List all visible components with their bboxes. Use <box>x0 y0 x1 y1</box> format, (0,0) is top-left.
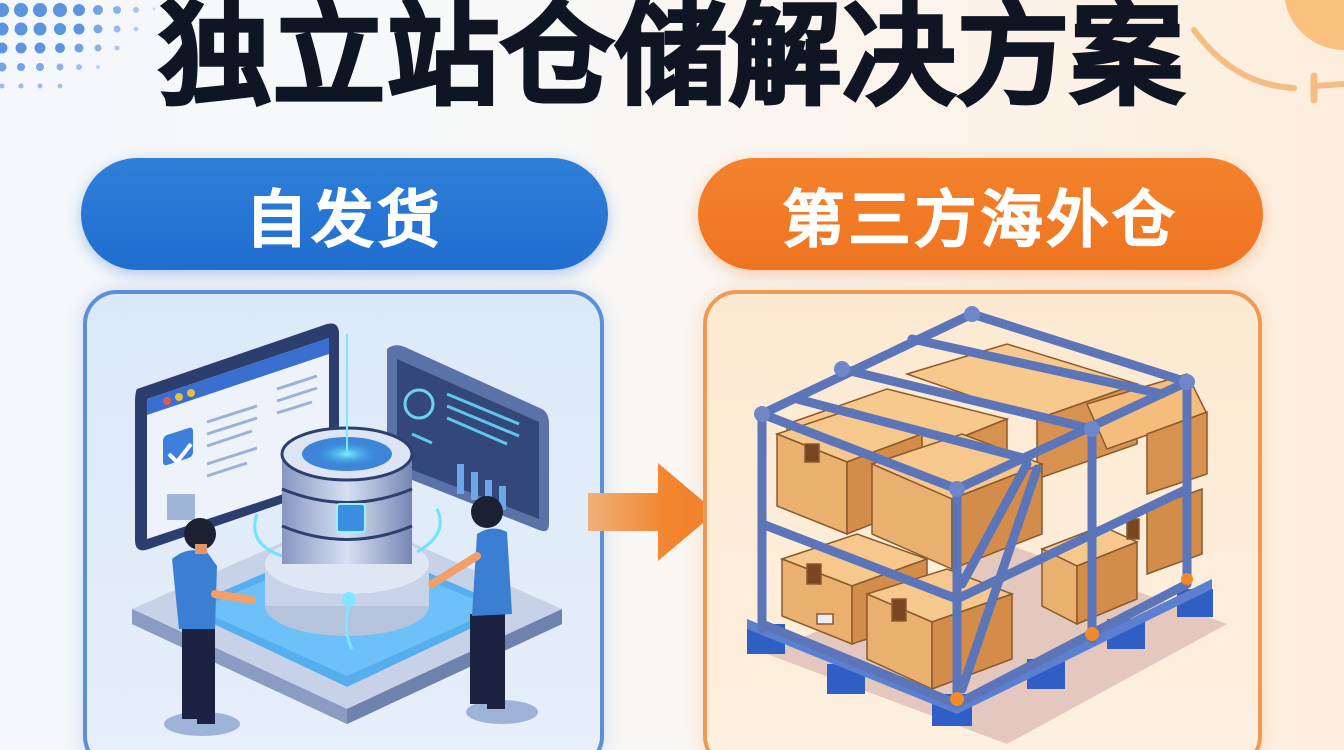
halftone-dots-decoration <box>0 3 156 89</box>
rack-frame-icon <box>757 309 1192 709</box>
page-title: 独立站仓储解决方案 <box>158 0 1185 121</box>
person-left-icon <box>164 518 256 736</box>
self-fulfillment-panel <box>83 290 604 750</box>
arrow-right-icon <box>588 463 716 561</box>
overseas-warehouse-panel <box>703 290 1262 750</box>
overseas-warehouse-label: 第三方海外仓 <box>698 158 1263 270</box>
sun-decoration <box>1191 0 1344 104</box>
person-right-icon <box>428 496 538 724</box>
warehouse-rack-illustration <box>747 306 1227 744</box>
database-server-illustration <box>132 323 562 736</box>
dashboard-monitor-icon <box>387 345 549 532</box>
self-fulfillment-label: 自发货 <box>81 158 608 270</box>
database-icon <box>253 334 442 650</box>
